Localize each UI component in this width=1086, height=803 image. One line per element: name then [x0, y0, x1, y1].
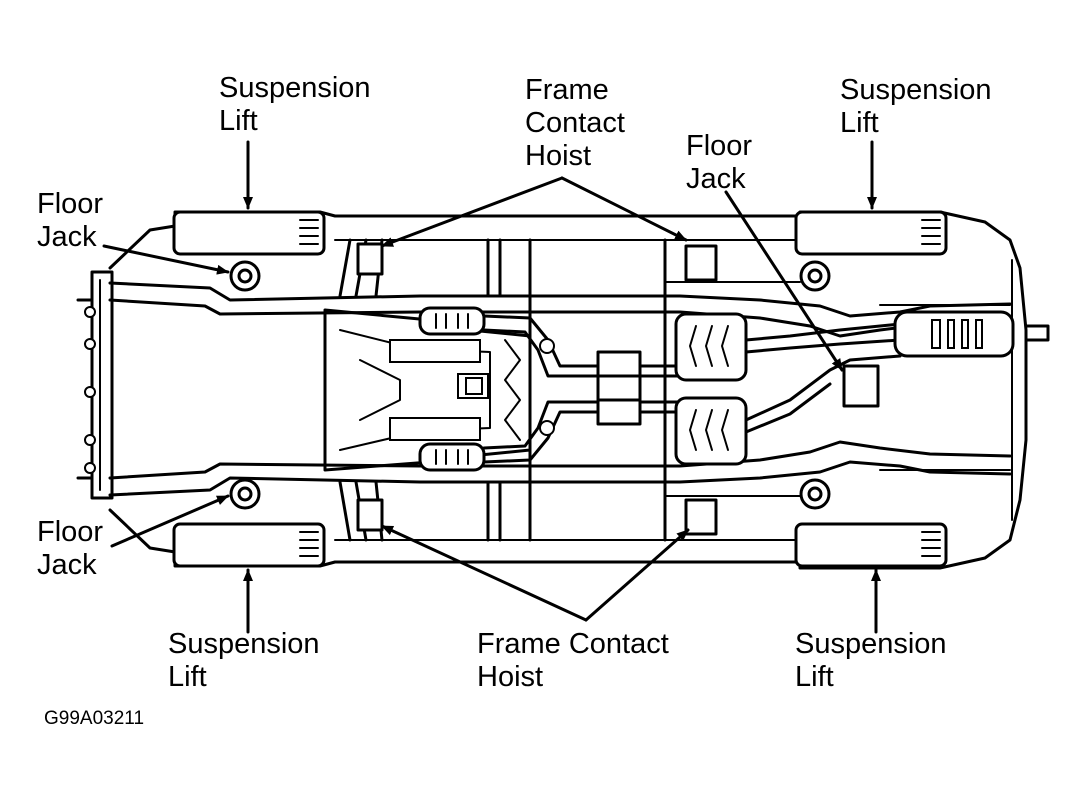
arrow-hoist-top-b [560, 176, 688, 242]
label-suspension-lift-top-right: Suspension Lift [840, 74, 992, 139]
arrow-hoist-top-a [380, 176, 564, 248]
label-suspension-lift-bottom-left: Suspension Lift [168, 628, 320, 693]
hoist-pad-mid-right [684, 498, 718, 536]
label-floor-jack-top-left: Floor Jack [37, 188, 104, 253]
hoist-pad-rear [842, 364, 880, 408]
front-bumper [90, 270, 114, 500]
label-floor-jack-middle: Floor Jack [686, 130, 753, 195]
arrow-hoist-bottom-b [584, 528, 690, 622]
wheel-front-left [172, 210, 326, 256]
label-floor-jack-bottom-left: Floor Jack [37, 516, 104, 581]
hoist-pad-front-right [356, 498, 384, 532]
label-suspension-lift-top-left: Suspension Lift [219, 72, 371, 137]
hoist-pad-mid-left [684, 244, 718, 282]
wheel-front-right [172, 522, 326, 568]
figure-code: G99A03211 [44, 708, 145, 729]
muffler-right [674, 396, 748, 466]
arrow-hoist-bottom-a [380, 524, 588, 622]
wheel-rear-left [794, 210, 948, 256]
frame-rail-left [108, 281, 1012, 318]
wheel-rear-right [794, 522, 948, 568]
floor-jack-point-rear-left [799, 260, 831, 292]
floor-jack-point-rear-right [799, 478, 831, 510]
exhaust-pipe-right [482, 410, 682, 464]
frame-rail-right [108, 460, 1012, 497]
label-frame-contact-hoist-top: Frame Contact Hoist [525, 74, 625, 172]
label-frame-contact-hoist-bottom: Frame Contact Hoist [477, 628, 669, 693]
arrow-floor-jack-mid [724, 190, 844, 372]
muffler-left [674, 312, 748, 382]
floor-jack-point-front-left [229, 260, 261, 292]
rear-muffler [893, 310, 1015, 358]
arrow-floor-jack-bl [110, 494, 230, 548]
hoist-pad-front-left [356, 242, 384, 276]
exhaust-pipe-left [482, 314, 682, 368]
arrow-floor-jack-tl [102, 244, 230, 275]
label-suspension-lift-bottom-right: Suspension Lift [795, 628, 947, 693]
floor-jack-point-front-right [229, 478, 261, 510]
